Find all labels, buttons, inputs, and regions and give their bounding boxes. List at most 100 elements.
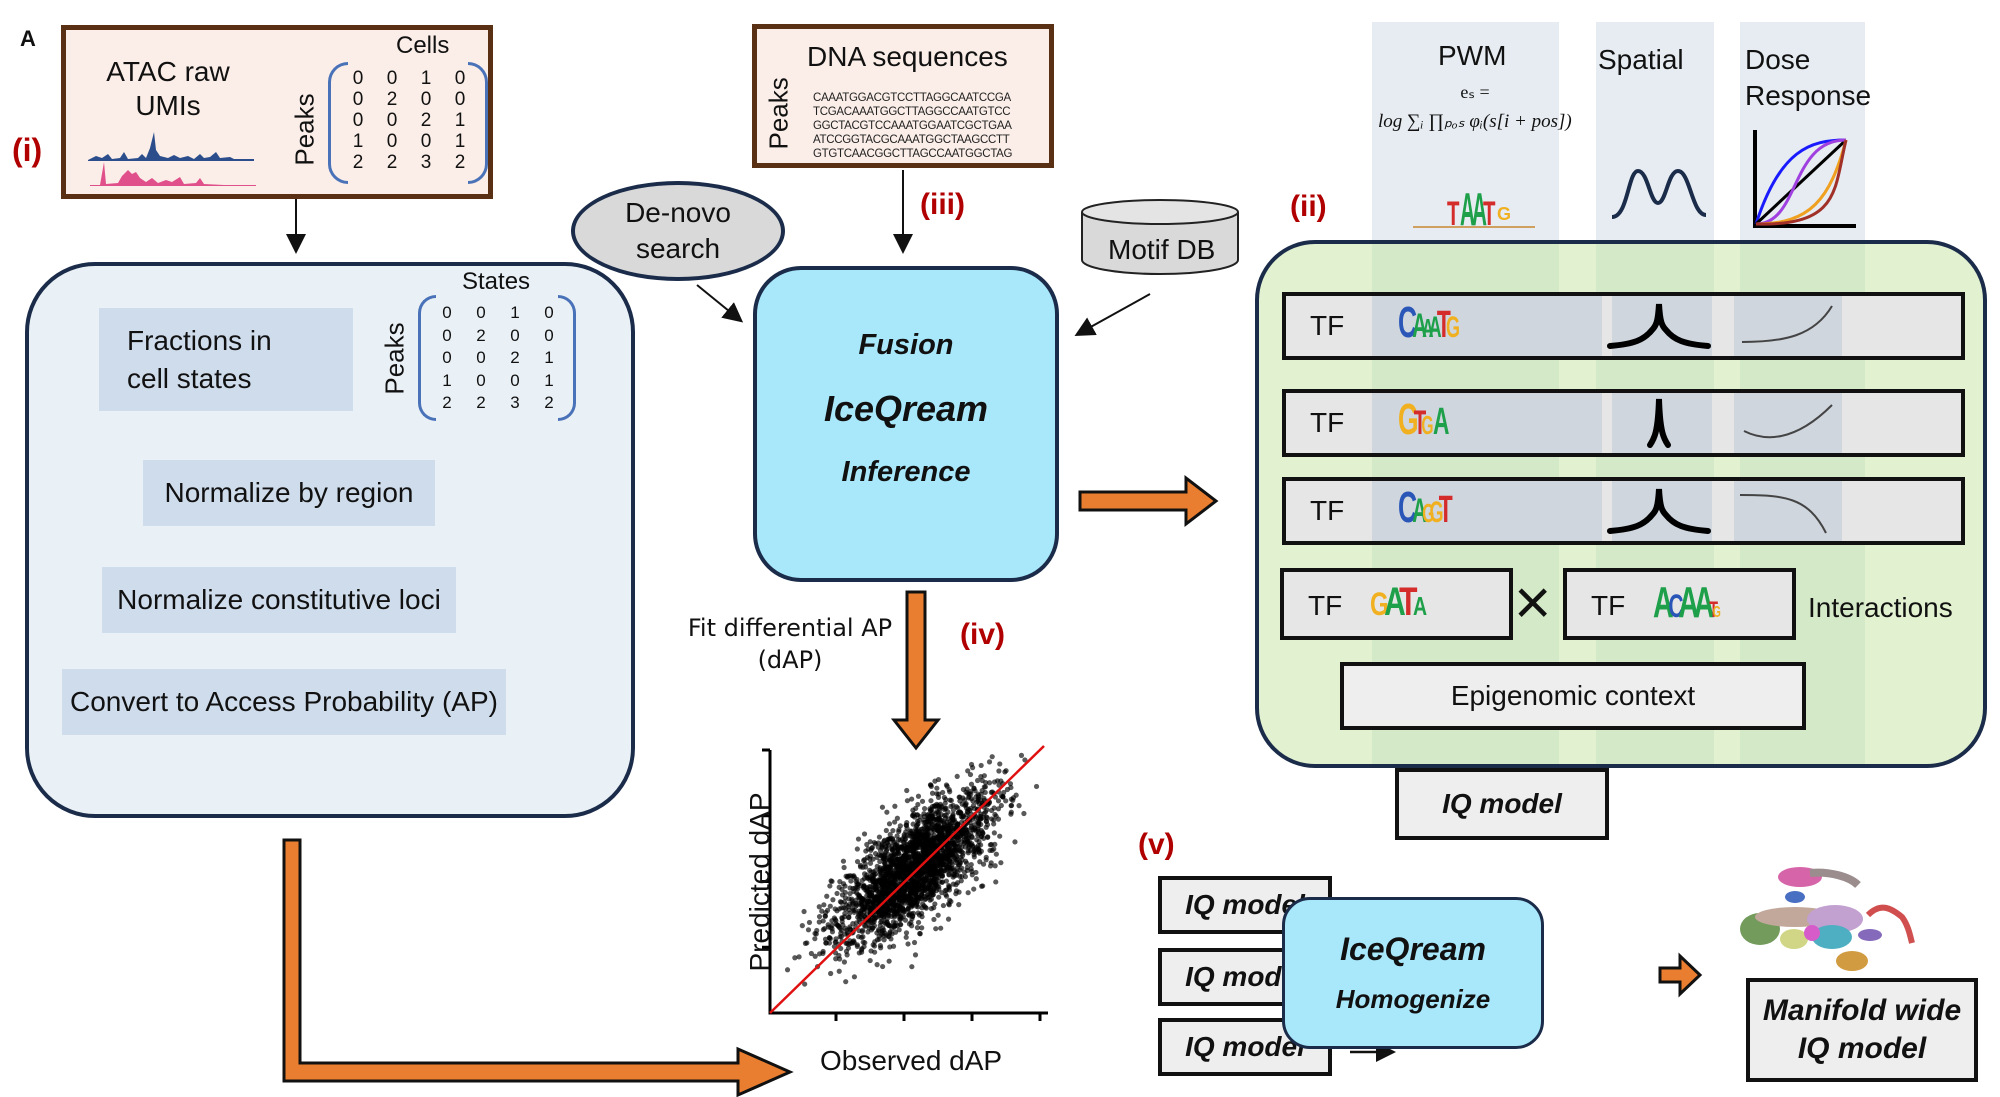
scatter-point — [813, 931, 819, 937]
scatter-point — [880, 963, 886, 970]
scatter-point — [919, 891, 925, 898]
scatter-point — [934, 785, 940, 791]
scatter-point — [841, 905, 847, 911]
atac-matrix-cell: 0 — [352, 110, 364, 131]
scatter-point — [896, 897, 902, 903]
scatter-point — [929, 806, 935, 812]
scatter-point — [997, 761, 1003, 767]
scatter-point — [980, 861, 987, 867]
scatter-point — [853, 920, 860, 926]
arrow-motifdb-to-inference — [1074, 293, 1151, 336]
scatter-point — [1004, 786, 1011, 793]
scatter-point — [822, 913, 828, 919]
atac-cells-label: Cells — [396, 32, 450, 59]
scatter-point — [963, 836, 969, 842]
scatter-point — [877, 865, 883, 871]
scatter-point — [845, 873, 851, 879]
tf-spatial-curve — [1647, 398, 1671, 448]
scatter-point — [892, 867, 898, 873]
orange-arrow-homogenize-to-manifold — [1658, 952, 1703, 998]
scatter-point — [917, 875, 923, 882]
scatter-point — [932, 901, 938, 907]
scatter-point — [928, 821, 934, 827]
scatter-point — [812, 936, 818, 942]
tf-dose-curve — [1741, 305, 1833, 343]
scatter-point — [877, 922, 883, 929]
scatter-point — [959, 814, 966, 820]
states-matrix-cell: 1 — [544, 370, 554, 390]
scatter-point — [937, 830, 943, 836]
scatter-point — [965, 848, 971, 854]
tf-motif-cell — [1372, 481, 1602, 541]
scatter-point — [895, 879, 901, 886]
scatter-point — [995, 798, 1002, 804]
scatter-point — [960, 786, 967, 793]
tf-label: TF — [1310, 407, 1345, 438]
scatter-point — [857, 864, 864, 870]
dna-sequence: CAAATGGACGTCCTTAGGCAATCCGA — [813, 92, 1011, 104]
scatter-point — [1012, 839, 1018, 845]
scatter-point — [829, 926, 835, 932]
scatter-point — [886, 958, 892, 964]
scatter-point — [931, 916, 937, 923]
scatter-point — [909, 916, 915, 922]
scatter-point — [812, 953, 818, 959]
scatter-point — [987, 863, 994, 869]
umap-cluster — [1858, 929, 1882, 941]
scatter-point — [986, 780, 993, 786]
dose-curve-black — [1754, 138, 1848, 226]
scatter-point — [977, 859, 983, 865]
scatter-point — [855, 933, 862, 940]
scatter-point — [842, 889, 848, 896]
scatter-point — [965, 806, 971, 812]
scatter-point — [995, 806, 1002, 812]
iceqream-homogenize-box: IceQream Homogenize — [1282, 897, 1544, 1049]
scatter-point — [833, 918, 839, 924]
motif-letter: G — [1398, 395, 1419, 444]
scatter-point — [991, 821, 997, 827]
scatter-point — [883, 932, 889, 938]
scatter-point — [874, 892, 881, 898]
scatter-point — [1008, 803, 1014, 809]
tf-dose-curve — [1743, 404, 1833, 439]
scatter-point — [998, 778, 1004, 784]
scatter-point — [886, 821, 893, 827]
scatter-point — [988, 841, 995, 848]
scatter-point — [924, 838, 930, 844]
scatter-point — [995, 816, 1002, 822]
atac-coverage-tracks — [88, 132, 256, 186]
scatter-point — [874, 962, 880, 968]
spatial-column-header: Spatial — [1598, 44, 1684, 75]
scatter-point — [862, 923, 869, 929]
arrow-denovo-to-inference — [696, 284, 744, 323]
scatter-point — [912, 860, 918, 866]
scatter-point — [853, 902, 860, 908]
interaction-left-tf: TF GATA — [1280, 568, 1513, 640]
states-matrix-cell: 2 — [476, 325, 486, 345]
scatter-point — [947, 897, 953, 903]
states-matrix-cell: 1 — [442, 370, 452, 390]
scatter-point — [912, 952, 919, 958]
states-matrix-cell: 0 — [544, 325, 554, 345]
fractions-line2: cell states — [127, 362, 252, 394]
scatter-point — [904, 798, 911, 804]
scatter-point — [934, 822, 940, 828]
states-matrix-cell: 3 — [510, 393, 520, 412]
scatter-point — [915, 910, 921, 916]
scatter-point — [947, 797, 953, 803]
scatter-point — [841, 899, 848, 905]
scatter-point — [853, 890, 860, 896]
scatter-point — [884, 879, 890, 885]
dose-line1: Dose — [1745, 44, 1811, 75]
scatter-point — [979, 788, 985, 794]
de-novo-search-node: De-novo search — [571, 181, 785, 281]
scatter-point — [878, 895, 885, 901]
atac-title-line2: UMIs — [135, 90, 201, 121]
scatter-point — [978, 821, 984, 828]
iceqream-inference-box: Fusion IceQream Inference — [753, 266, 1059, 582]
scatter-point — [878, 873, 885, 879]
scatter-point — [947, 867, 954, 874]
scatter-point — [993, 851, 999, 857]
scatter-point — [974, 837, 980, 843]
